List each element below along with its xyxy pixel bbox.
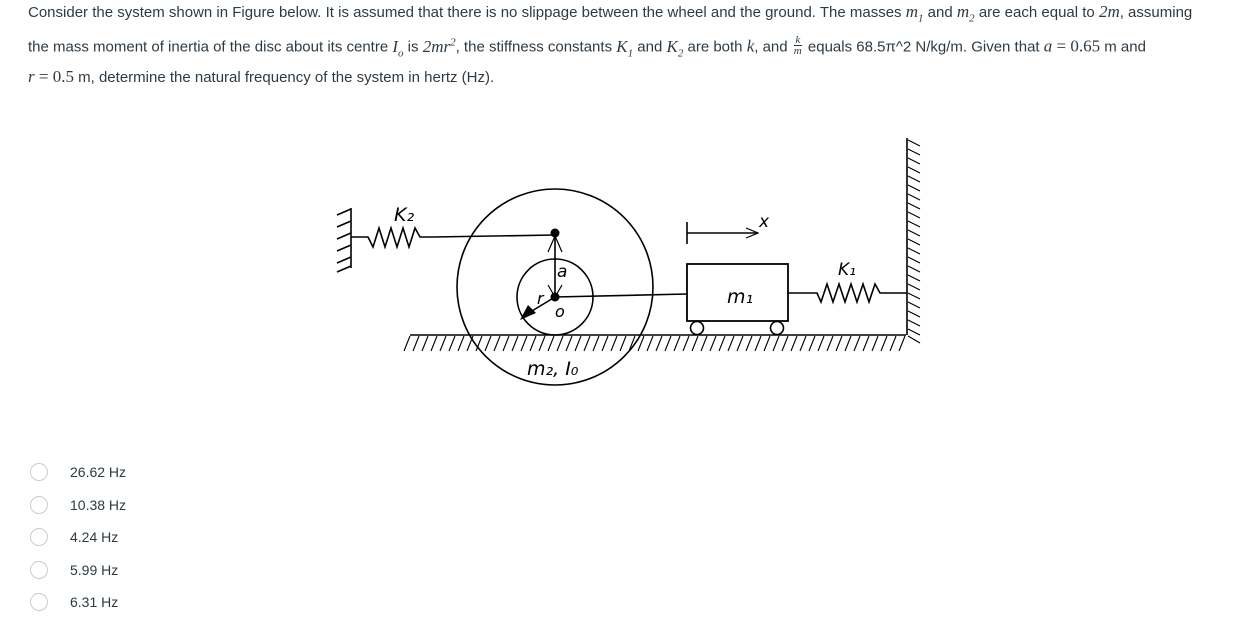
text: are both xyxy=(683,39,747,57)
math-K2: K2 xyxy=(666,37,684,60)
text: are each equal to xyxy=(974,4,1099,21)
answer-options: 26.62 Hz 10.38 Hz 4.24 Hz 5.99 Hz 6.31 H… xyxy=(30,456,126,619)
option-label[interactable]: 5.99 Hz xyxy=(70,561,119,578)
cart-wheel-left xyxy=(689,320,705,336)
ground-hatching-icon xyxy=(403,335,906,352)
label-k2: K₂ xyxy=(394,204,414,226)
math-Io: Io xyxy=(392,37,404,60)
answer-option[interactable]: 26.62 Hz xyxy=(30,456,126,489)
radio-button[interactable] xyxy=(30,528,48,547)
question-line-2: the mass moment of inertia of the disc a… xyxy=(28,30,1238,65)
radio-button[interactable] xyxy=(30,593,48,612)
left-wall-icon xyxy=(336,208,352,273)
math-a-value: = 0.65 xyxy=(1052,37,1101,57)
option-label[interactable]: 4.24 Hz xyxy=(70,529,119,546)
text: the mass moment of inertia of the disc a… xyxy=(28,39,393,57)
answer-option[interactable]: 5.99 Hz xyxy=(30,554,126,587)
text: and xyxy=(923,4,957,21)
math-m2: m2 xyxy=(956,2,975,25)
label-m2-io: m₂, I₀ xyxy=(527,358,579,380)
label-a: a xyxy=(557,262,567,282)
right-wall-hatching-icon xyxy=(907,139,921,344)
answer-option[interactable]: 4.24 Hz xyxy=(30,521,126,554)
outer-disc xyxy=(456,188,654,386)
text: , assuming xyxy=(1119,4,1193,21)
question-line-1: Consider the system shown in Figure belo… xyxy=(28,0,1238,30)
radio-button[interactable] xyxy=(30,463,48,482)
math-2m: 2m xyxy=(1098,2,1120,21)
math-inertia: 2mr2 xyxy=(422,36,456,57)
text: m and xyxy=(1100,39,1146,57)
label-o: o xyxy=(555,302,565,321)
text: m, determine the natural frequency of th… xyxy=(73,69,495,87)
text: , the stiffness constants xyxy=(455,39,617,57)
radio-button[interactable] xyxy=(30,495,48,514)
label-r: r xyxy=(537,289,545,308)
spring-k2-icon xyxy=(351,225,556,250)
cart-wheel-right xyxy=(769,320,785,336)
question-line-3: r = 0.5 m, determine the natural frequen… xyxy=(28,65,1238,90)
inner-disc xyxy=(516,258,594,336)
math-r: r xyxy=(28,67,35,87)
label-x: x xyxy=(758,212,770,232)
radio-button[interactable] xyxy=(30,560,48,579)
math-r-value: = 0.5 xyxy=(34,67,74,87)
mass-block-m1 xyxy=(686,263,789,322)
option-label[interactable]: 26.62 Hz xyxy=(70,464,127,481)
answer-option[interactable]: 6.31 Hz xyxy=(30,586,126,619)
label-m1: m₁ xyxy=(727,286,753,308)
math-a: a xyxy=(1043,37,1053,57)
question-text: Consider the system shown in Figure belo… xyxy=(28,0,1238,90)
text: and xyxy=(633,39,667,57)
answer-option[interactable]: 10.38 Hz xyxy=(30,489,126,522)
math-m1: m1 xyxy=(905,2,924,25)
text: , and xyxy=(754,39,792,57)
option-label[interactable]: 10.38 Hz xyxy=(70,496,127,513)
option-label[interactable]: 6.31 Hz xyxy=(70,594,119,611)
label-k1: K₁ xyxy=(838,260,856,280)
math-k: k xyxy=(746,37,755,57)
spring-k1-icon xyxy=(788,281,907,305)
text: equals 68.5π^2 N/kg/m. Given that xyxy=(803,39,1044,57)
math-K1: K1 xyxy=(616,37,634,60)
text: Consider the system shown in Figure belo… xyxy=(28,4,906,21)
text: is xyxy=(403,39,423,57)
